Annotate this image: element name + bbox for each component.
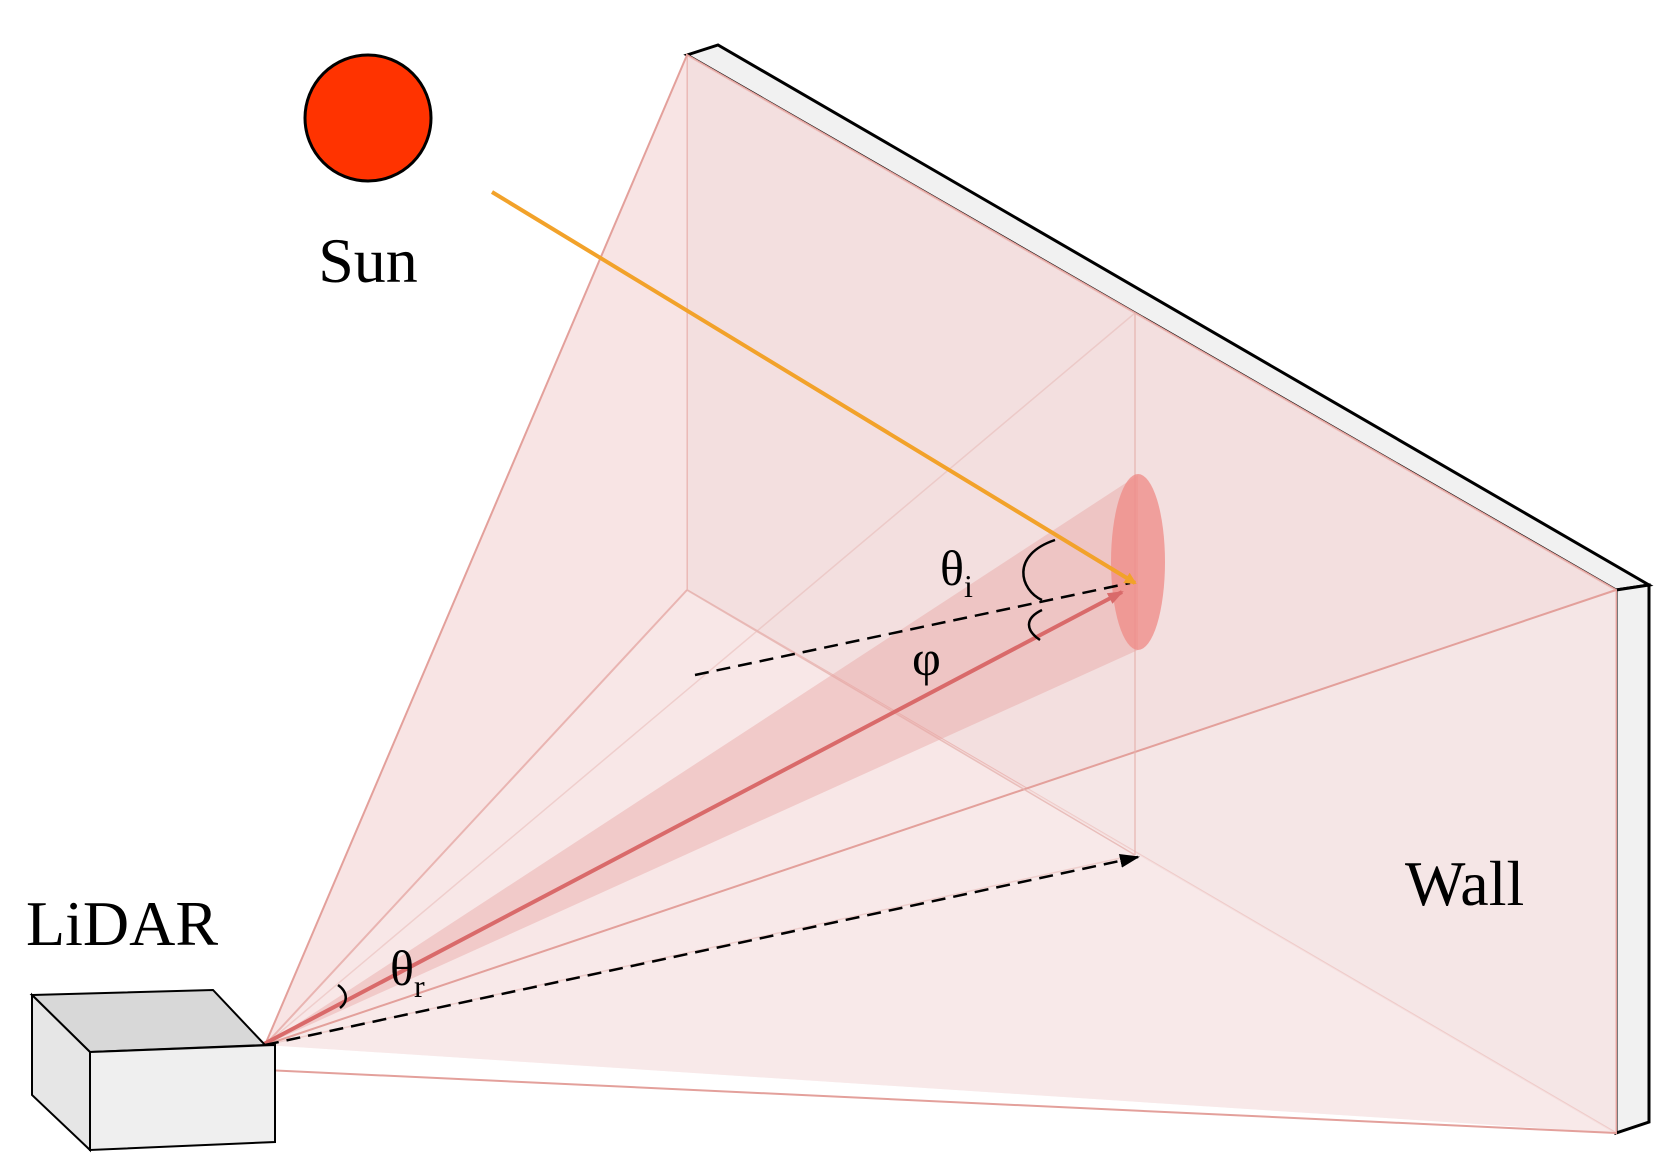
- laser-beam: [261, 590, 1124, 1047]
- beam-spot: [1111, 474, 1165, 650]
- fov-right-face: [265, 590, 1616, 1133]
- theta-r-arc: [337, 983, 347, 1009]
- wall-label: Wall: [1405, 848, 1524, 919]
- lidar-box: [29, 988, 276, 1153]
- sun-ray-arrow: [490, 190, 1137, 585]
- beam-cone: [265, 475, 1138, 1045]
- phi-label: φ: [912, 630, 941, 686]
- theta-r-label: θr: [390, 940, 425, 1004]
- sun-label: Sun: [318, 225, 418, 296]
- sun-icon: [303, 53, 433, 183]
- surface-reference-dashed-line: [694, 581, 1131, 677]
- theta-i-arc: [1022, 538, 1056, 602]
- phi-arc: [1027, 608, 1043, 642]
- fov-edges: [264, 54, 1617, 1134]
- wall-direction-dashed-arrow: [264, 853, 1140, 1047]
- theta-i-label: θi: [940, 540, 973, 604]
- lidar-label: LiDAR: [26, 888, 218, 959]
- wall-right-edge: [1614, 583, 1651, 1136]
